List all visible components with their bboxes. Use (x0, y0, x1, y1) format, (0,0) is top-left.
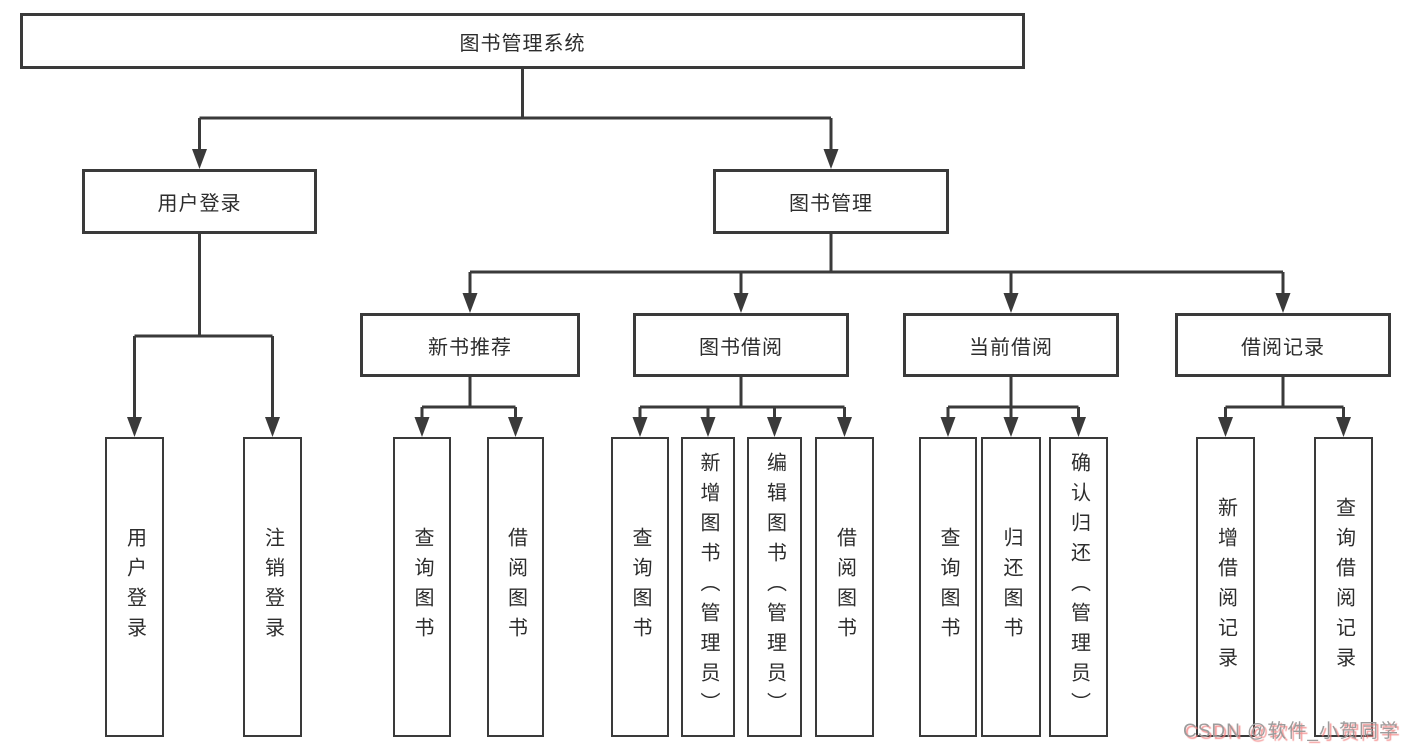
arrowhead-icon (1003, 293, 1019, 313)
arrowhead-icon (700, 417, 716, 437)
arrowhead-icon (192, 149, 207, 169)
node-label: 编辑图书（管理员） (763, 452, 786, 722)
node-label: 查询图书 (629, 527, 651, 647)
arrowhead-icon (767, 417, 782, 437)
arrowhead-icon (127, 417, 142, 437)
node-br-query-record: 查询借阅记录 (1314, 437, 1373, 737)
node-current-borrow: 当前借阅 (903, 313, 1119, 377)
arrowhead-icon (1336, 417, 1351, 437)
node-logout: 注销登录 (243, 437, 302, 737)
node-label: 新书推荐 (428, 336, 512, 359)
node-label: 归还图书 (1000, 527, 1022, 647)
node-bb-query-book: 查询图书 (611, 437, 669, 737)
node-cb-return-book: 归还图书 (981, 437, 1041, 737)
arrowhead-icon (1218, 417, 1233, 437)
node-label: 用户登录 (157, 193, 242, 215)
node-label: 图书管理系统 (459, 32, 586, 55)
node-label: 注销登录 (261, 527, 284, 647)
node-label: 借阅图书 (504, 527, 527, 647)
arrowhead-icon (462, 293, 478, 313)
node-label: 新增图书（管理员） (697, 452, 719, 722)
arrowhead-icon (508, 417, 523, 437)
arrowhead-icon (265, 417, 280, 437)
node-new-book-rec: 新书推荐 (360, 313, 580, 377)
node-label: 查询图书 (937, 527, 959, 647)
arrowhead-icon (414, 417, 430, 437)
node-label: 确认归还（管理员） (1067, 452, 1090, 722)
node-label: 查询借阅记录 (1332, 497, 1355, 677)
arrowhead-icon (733, 293, 749, 313)
node-br-add-record: 新增借阅记录 (1196, 437, 1255, 737)
node-rec-query-book: 查询图书 (393, 437, 451, 737)
watermark-text: CSDN @软件_小贺同学 (1183, 721, 1399, 742)
arrowhead-icon (823, 149, 839, 169)
arrowhead-icon (837, 417, 852, 437)
node-borrow-records: 借阅记录 (1175, 313, 1391, 377)
node-label: 当前借阅 (969, 336, 1053, 359)
arrowhead-icon (940, 417, 956, 437)
node-book-mgmt: 图书管理 (713, 169, 949, 234)
arrowhead-icon (1071, 417, 1086, 437)
node-rec-borrow-book: 借阅图书 (487, 437, 544, 737)
node-user-login: 用户登录 (82, 169, 317, 234)
arrowhead-icon (1003, 417, 1019, 437)
node-label: 新增借阅记录 (1214, 497, 1237, 677)
node-label: 借阅图书 (833, 527, 856, 647)
node-label: 图书管理 (789, 193, 873, 215)
arrowhead-icon (632, 417, 648, 437)
node-label: 图书借阅 (699, 336, 783, 359)
node-book-borrow: 图书借阅 (633, 313, 849, 377)
node-bb-add-book: 新增图书（管理员） (681, 437, 735, 737)
node-label: 借阅记录 (1241, 336, 1325, 359)
node-login: 用户登录 (105, 437, 164, 737)
node-root: 图书管理系统 (20, 13, 1025, 69)
node-label: 用户登录 (123, 527, 146, 647)
node-cb-query-book: 查询图书 (919, 437, 977, 737)
node-bb-borrow-book: 借阅图书 (815, 437, 874, 737)
node-cb-confirm-return: 确认归还（管理员） (1049, 437, 1108, 737)
node-bb-edit-book: 编辑图书（管理员） (747, 437, 802, 737)
arrowhead-icon (1275, 293, 1291, 313)
node-label: 查询图书 (411, 527, 433, 647)
